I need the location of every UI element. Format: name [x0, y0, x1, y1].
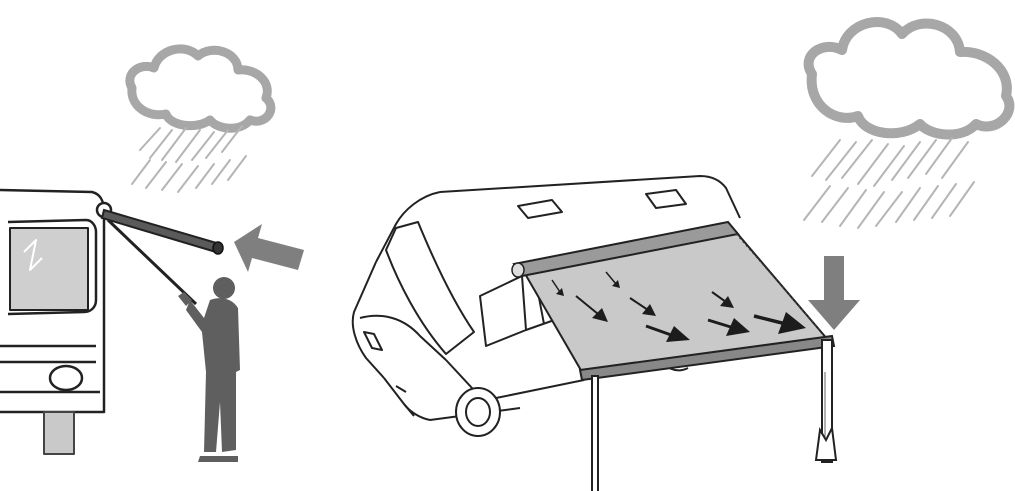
- extended-awning: [512, 222, 834, 380]
- left-panel: [0, 49, 304, 462]
- rain-streaks: [804, 138, 974, 228]
- person-icon: [178, 277, 240, 462]
- arrow-left-icon: [234, 224, 304, 272]
- cloud-shape: [809, 22, 1010, 135]
- right-panel: [353, 22, 1010, 491]
- rain-cloud-icon: [804, 22, 1009, 228]
- camper-van-front: [0, 190, 111, 454]
- arrow-down-icon: [808, 256, 860, 330]
- rain-streaks: [132, 126, 246, 192]
- rain-cloud-icon: [130, 49, 271, 192]
- cloud-shape: [130, 49, 271, 128]
